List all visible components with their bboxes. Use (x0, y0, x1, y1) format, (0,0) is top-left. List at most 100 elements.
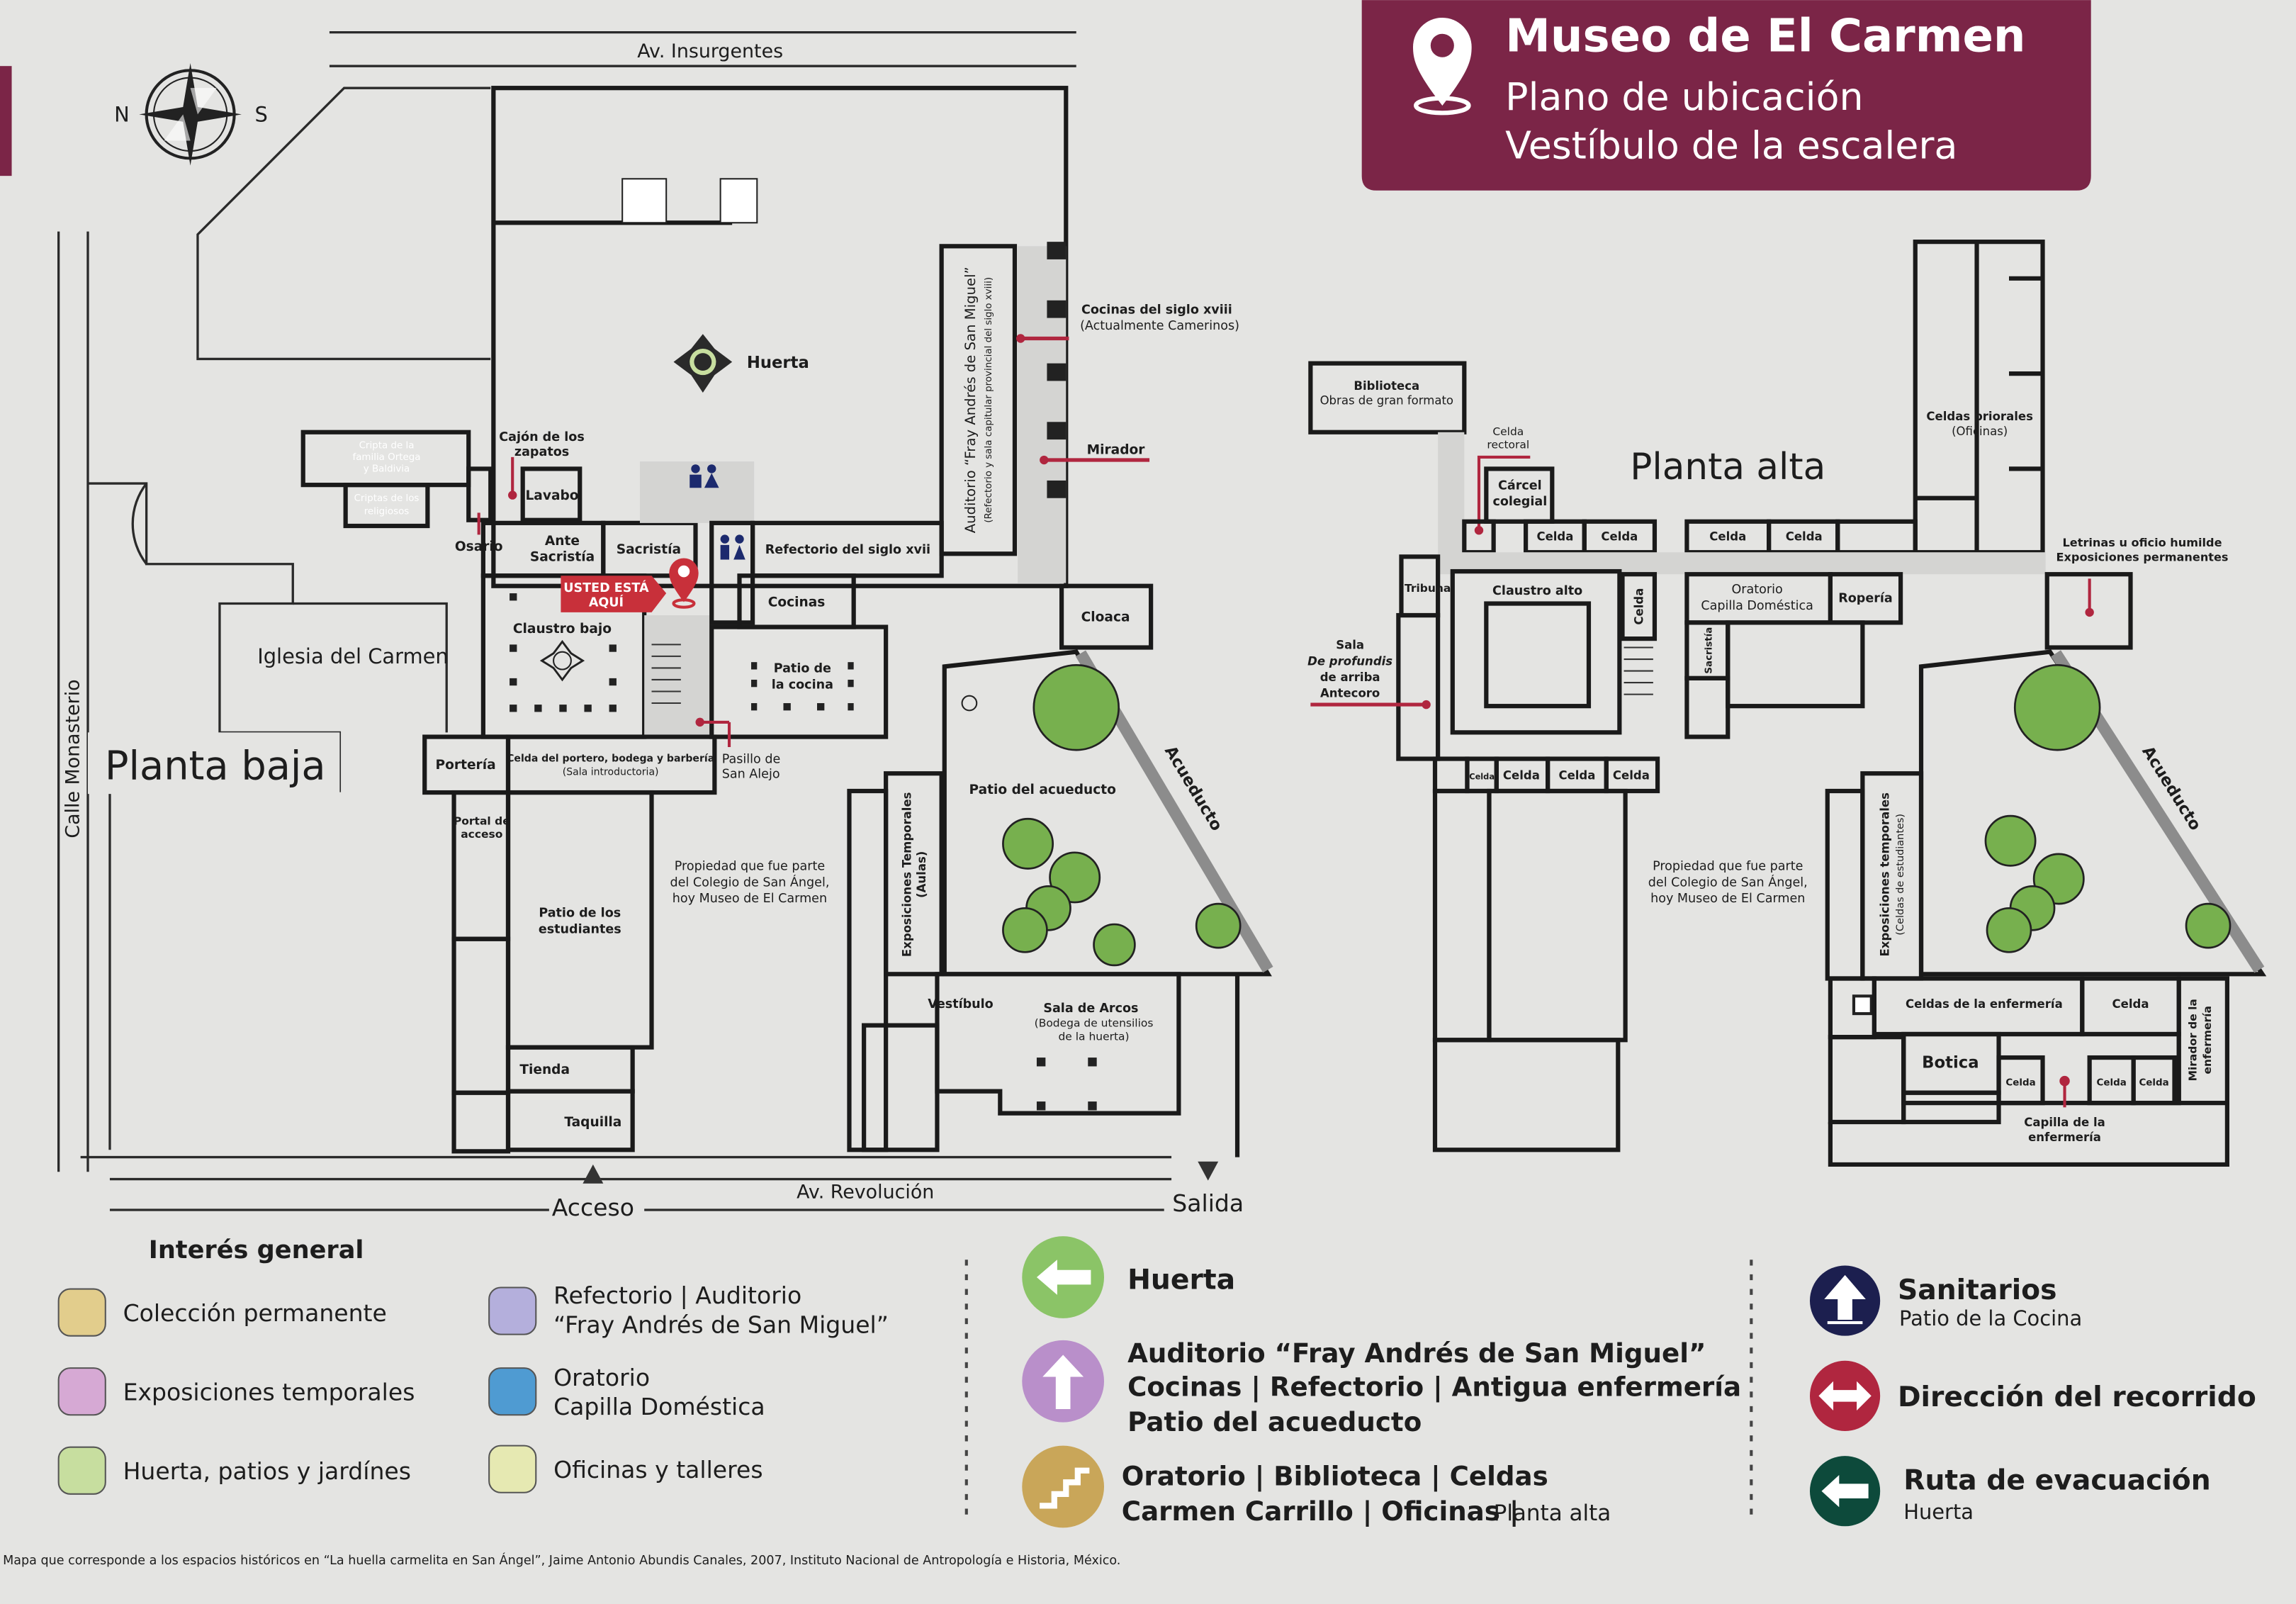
legend-label: Oratorio (553, 1364, 650, 1391)
legend-item-oficinas: Oficinas y talleres (488, 1445, 763, 1493)
legend-label: Oficinas y talleres (553, 1456, 762, 1484)
lavabo-room (520, 466, 583, 522)
tree-icons (1984, 663, 2232, 953)
auditorio-sublabel: (Refectorio y sala capitular provincial … (984, 277, 994, 523)
claustro-alto (1450, 568, 1622, 735)
route-label: Huerta (1127, 1264, 1235, 1296)
pasillo-label-2: San Alejo (722, 767, 780, 781)
location-pin-icon (669, 558, 699, 602)
celda-label: Celda (1632, 588, 1645, 625)
service-evacuacion: Ruta de evacuación Huerta (1809, 1456, 2211, 1527)
you-are-here-label-2: AQUÍ (589, 595, 624, 610)
street-monasterio: Calle Monasterio (62, 679, 84, 838)
swatch-huerta (57, 1446, 106, 1495)
biblioteca-room (1308, 361, 1467, 434)
celda-room (1996, 1055, 2045, 1106)
map-pin-icon (1413, 17, 1472, 116)
celdas-enfermeria-label: Celdas de la enfermería (1906, 997, 2063, 1011)
compass-north: N (114, 103, 130, 127)
profundis-label-3: de arriba (1320, 671, 1380, 684)
propiedad-alta-label-3: hoy Museo de El Carmen (1650, 892, 1805, 906)
patio-cocina-label: Patio de (774, 662, 831, 676)
mirador-enfermeria-label-2: enfermería (2201, 1006, 2214, 1074)
patio-acueducto-label: Patio del acueducto (969, 783, 1116, 797)
legend-item-auditorio: Refectorio | Auditorio “Fray Andrés de S… (488, 1281, 889, 1339)
celda-label: Celda (1601, 530, 1638, 544)
cloaca-label: Cloaca (1081, 610, 1130, 624)
cocinas-label: Cocinas (768, 595, 826, 610)
legend-item-huerta: Huerta, patios y jardínes (57, 1446, 411, 1495)
mirador-enfermeria-label: Mirador de la (2186, 999, 2199, 1081)
service-direccion: Dirección del recorrido (1809, 1360, 2256, 1431)
claustro-bajo-label: Claustro bajo (513, 622, 612, 636)
tienda-label: Tienda (519, 1062, 570, 1077)
ante-sacristia-label-2: Sacristía (530, 550, 595, 565)
roperia-label: Ropería (1838, 591, 1893, 605)
entrance-arrow-icon (583, 1164, 604, 1184)
route-auditorio: Auditorio “Fray Andrés de San Miguel” Co… (1022, 1337, 1741, 1437)
expo-estudiantes-label: Exposiciones temporales (1879, 792, 1892, 957)
museum-title: Museo de El Carmen (1505, 11, 2025, 63)
sala-arcos-sublabel-2: de la huerta) (1058, 1030, 1129, 1043)
celda-label: Celda (2097, 1077, 2127, 1088)
legend-label: “Fray Andrés de San Miguel” (553, 1311, 889, 1339)
celda-portero-sublabel: (Sala introductoria) (563, 766, 659, 778)
criptas-label: Criptas de los (354, 493, 420, 504)
church-label: Iglesia del Carmen (257, 644, 449, 668)
portal-label: Portal de (454, 815, 510, 828)
capilla-enfermeria-label: Capilla de la (2024, 1116, 2105, 1129)
propiedad-label-2: del Colegio de San Ángel, (670, 874, 829, 890)
floor-title-alta: Planta alta (1630, 446, 1825, 488)
tree-icons (1002, 663, 1242, 967)
service-title: Ruta de evacuación (1903, 1465, 2210, 1497)
propiedad-label: Propiedad que fue parte (675, 860, 825, 874)
you-are-here-label: USTED ESTÁ (563, 580, 649, 595)
propiedad-label-3: hoy Museo de El Carmen (673, 892, 827, 906)
swatch-oficinas (488, 1445, 537, 1493)
cripta-label: Cripta de la (359, 440, 415, 451)
sala-arcos-sublabel: (Bodega de utensilios (1035, 1017, 1154, 1030)
cloaca-room (1059, 583, 1154, 650)
cripta-label-2: familia Ortega (352, 452, 420, 463)
profundis-label-2: De profundis (1307, 654, 1392, 668)
expo-aulas-label: Exposiciones Temporales (900, 792, 913, 957)
celda-label: Celda (1709, 530, 1746, 544)
route-label: Patio del acueducto (1127, 1406, 1422, 1437)
sala-profundis (1396, 612, 1441, 761)
vestibulo-label: Vestíbulo (928, 997, 994, 1011)
sacristia-alta-label: Sacristía (1704, 627, 1715, 674)
restroom-icon (720, 534, 745, 560)
fountain-icon (539, 639, 585, 682)
exit-arrow-icon (1198, 1161, 1219, 1181)
swatch-exposiciones (57, 1367, 106, 1416)
legend-item-exposiciones: Exposiciones temporales (57, 1367, 415, 1416)
cocinas-xviii-sublabel: (Actualmente Camerinos) (1080, 319, 1239, 333)
route-label: Cocinas | Refectorio | Antigua enfermerí… (1127, 1371, 1741, 1403)
service-title: Dirección del recorrido (1898, 1381, 2256, 1413)
celda-label: Celda (1613, 768, 1650, 782)
pasillo-label: Pasillo de (722, 753, 781, 767)
legend-label: Huerta, patios y jardínes (123, 1457, 411, 1485)
swatch-coleccion (57, 1288, 106, 1337)
patio-cocina-label-2: la cocina (772, 678, 833, 692)
expo-estudiantes-sublabel: (Celdas de estudiantes) (1895, 814, 1906, 936)
fountain-icon (673, 334, 733, 393)
celdas-priorales-label: Celdas priorales (1926, 410, 2033, 423)
celda-label: Celda (1503, 768, 1540, 782)
edge-tab (0, 66, 12, 176)
porteria-label: Portería (436, 758, 496, 773)
cocinas-xviii-label: Cocinas del siglo xviii (1081, 303, 1232, 317)
service-title: Sanitarios (1898, 1274, 2057, 1306)
legend-item-coleccion: Colección permanente (57, 1288, 387, 1337)
service-sub: Patio de la Cocina (1899, 1306, 2082, 1330)
footer-citation: Mapa que corresponde a los espacios hist… (3, 1552, 1120, 1568)
legend-label: Exposiciones temporales (123, 1379, 415, 1406)
letrinas-room (2044, 572, 2133, 650)
huerta-label: Huerta (747, 354, 809, 372)
biblioteca-sublabel: Obras de gran formato (1320, 393, 1453, 407)
criptas-religiosos-room (343, 483, 430, 529)
sala-arcos-label: Sala de Arcos (1043, 1002, 1138, 1016)
street-insurgentes: Av. Insurgentes (637, 40, 783, 62)
lavabo-label: Lavabo (525, 488, 578, 503)
taquilla-label: Taquilla (564, 1115, 621, 1130)
